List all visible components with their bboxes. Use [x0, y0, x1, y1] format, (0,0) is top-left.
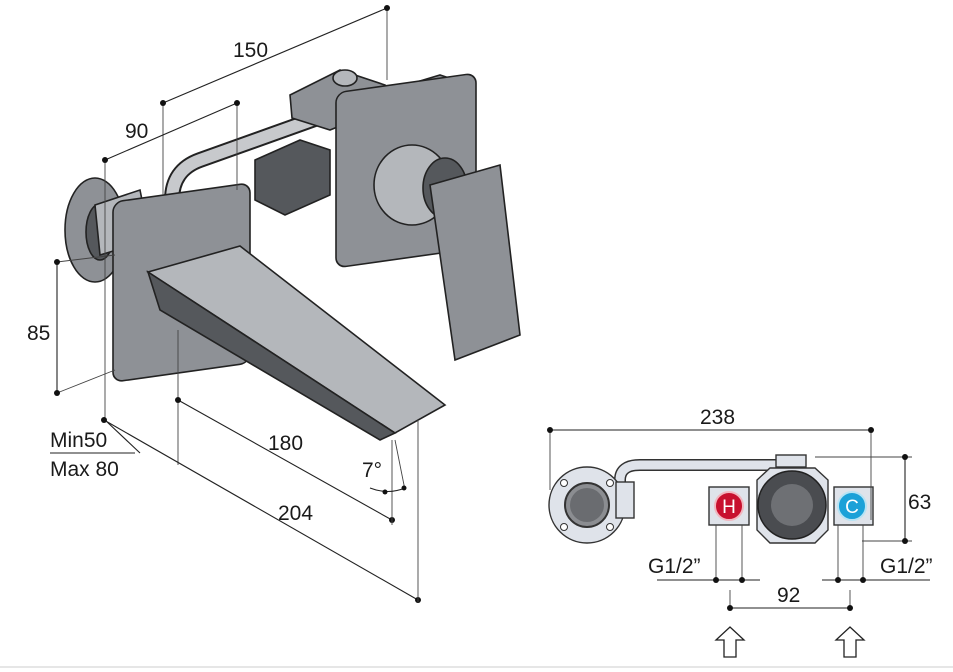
dim-85: 85	[27, 322, 50, 345]
dim-thread-left: G1/2”	[648, 555, 701, 578]
dim-min50: Min50	[50, 429, 107, 452]
hot-badge	[714, 491, 744, 521]
dim-238: 238	[700, 406, 735, 429]
faucet-isometric-view	[64, 69, 521, 441]
dim-92: 92	[777, 584, 800, 607]
cold-inlet-arrow-icon	[834, 626, 866, 658]
top-view: H C	[548, 454, 874, 544]
dim-150: 150	[233, 39, 268, 62]
hot-label: H	[722, 497, 736, 518]
mixer-handle	[429, 163, 521, 362]
dim-63: 63	[908, 491, 931, 514]
side-view-dimensions: 150 90 85 Min50 Max 80 180 204 7°	[27, 5, 421, 603]
dim-204: 204	[278, 502, 313, 525]
dim-max80: Max 80	[50, 458, 119, 481]
cold-label: C	[845, 497, 859, 518]
top-view-dimensions: 238 63 G1/2” G1/2” 92	[547, 406, 933, 658]
cold-badge	[837, 491, 867, 521]
dim-90: 90	[125, 120, 148, 143]
dim-angle-7: 7°	[362, 459, 382, 482]
dim-180: 180	[268, 432, 303, 455]
dim-thread-right: G1/2”	[880, 555, 933, 578]
hot-inlet-arrow-icon	[714, 626, 746, 658]
